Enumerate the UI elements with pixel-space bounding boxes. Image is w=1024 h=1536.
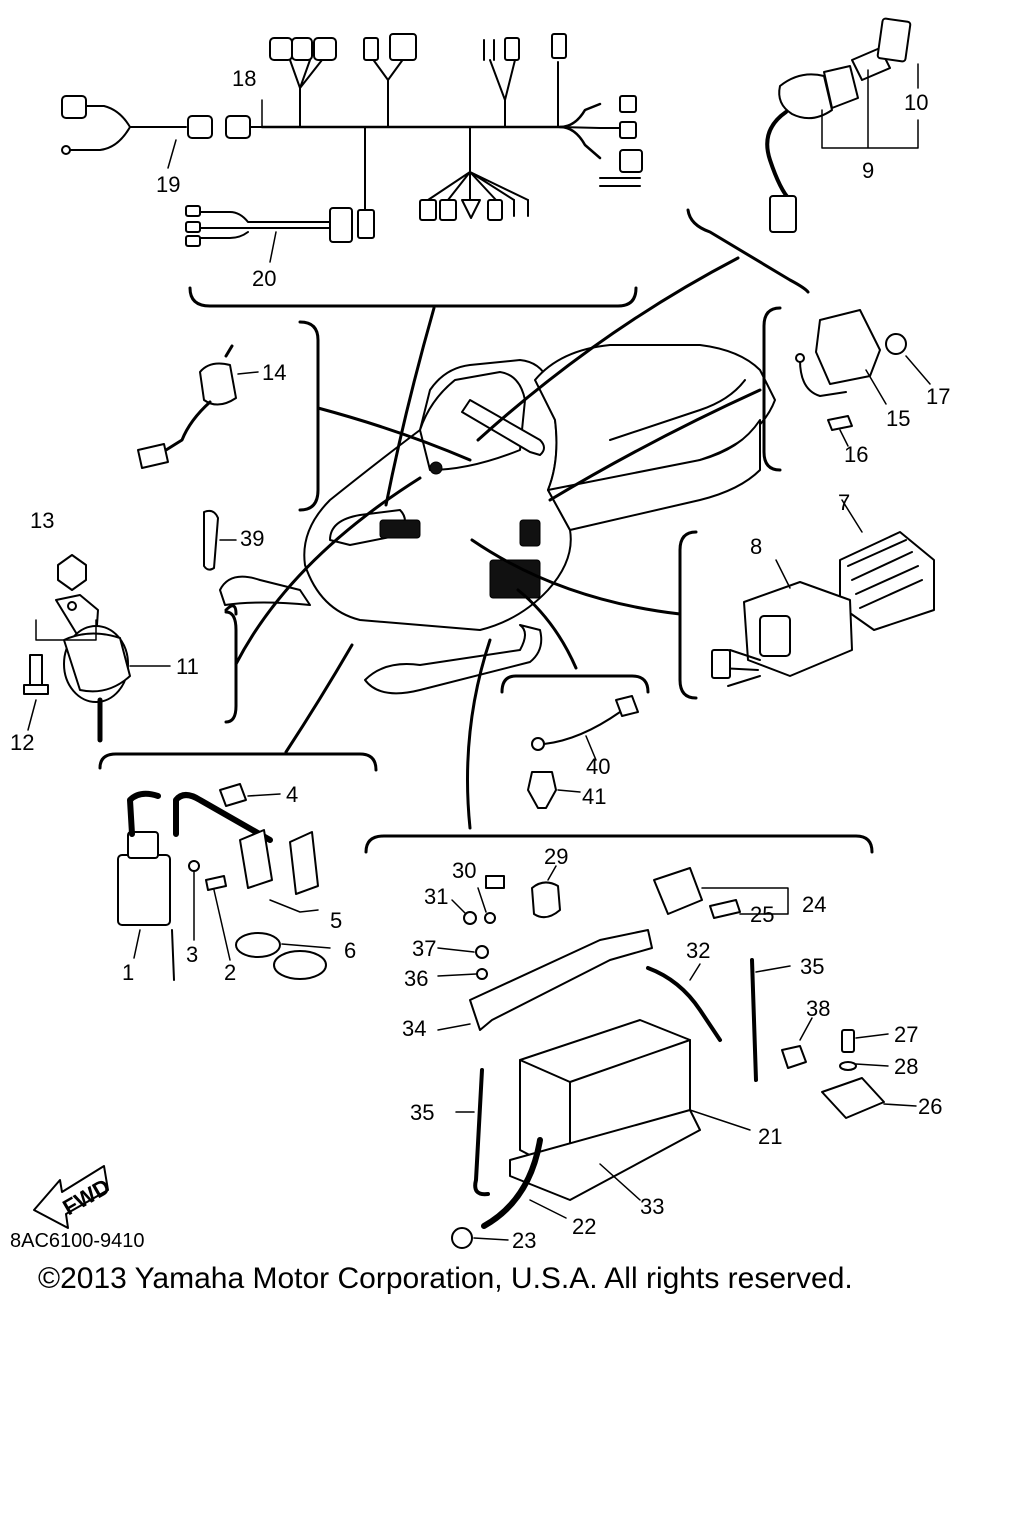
main-switch-group (686, 17, 919, 294)
callout-34: 34 (402, 1016, 426, 1041)
callout-15: 15 (886, 406, 910, 431)
callout-14: 14 (262, 360, 286, 385)
battery-group (364, 834, 917, 1249)
callout-18: 18 (232, 66, 256, 91)
callout-23: 23 (512, 1228, 536, 1253)
callout-2: 2 (224, 960, 236, 985)
callout-12: 12 (10, 730, 34, 755)
callout-3: 3 (186, 942, 198, 967)
callout-1: 1 (122, 960, 134, 985)
callout-26: 26 (918, 1094, 942, 1119)
callout-33: 33 (640, 1194, 664, 1219)
callout-20: 20 (252, 266, 276, 291)
callout-41: 41 (582, 784, 606, 809)
horn-group (23, 554, 238, 743)
wire-harness-group (61, 33, 643, 308)
callout-11: 11 (176, 654, 199, 679)
rectifier-group (762, 306, 931, 472)
callout-40: 40 (586, 754, 610, 779)
callout-16: 16 (844, 442, 868, 467)
callout-labels: 1 2 3 4 5 6 7 8 9 10 11 12 13 14 15 16 1… (10, 66, 950, 1253)
callout-22: 22 (572, 1214, 596, 1239)
callout-8: 8 (750, 534, 762, 559)
forward-direction-arrow: FWD (33, 1165, 114, 1229)
callout-21: 21 (758, 1124, 782, 1149)
callout-35-lower: 35 (410, 1100, 434, 1125)
sensor-group (500, 674, 650, 809)
callout-28: 28 (894, 1054, 918, 1079)
callout-9: 9 (862, 158, 874, 183)
callout-27: 27 (894, 1022, 918, 1047)
callout-24: 24 (802, 892, 826, 917)
callout-38: 38 (806, 996, 830, 1021)
callout-36: 36 (404, 966, 428, 991)
callout-32: 32 (686, 938, 710, 963)
kill-switch-group (137, 320, 320, 571)
callout-10: 10 (904, 90, 928, 115)
callout-19: 19 (156, 172, 180, 197)
ignition-coil-group (98, 752, 378, 981)
snowmobile-outline (219, 344, 776, 695)
callout-17: 17 (926, 384, 950, 409)
callout-39: 39 (240, 526, 264, 551)
assembly-leader-lines (234, 256, 762, 830)
callout-37: 37 (412, 936, 436, 961)
callout-13: 13 (30, 508, 54, 533)
callout-30: 30 (452, 858, 476, 883)
callout-6: 6 (344, 938, 356, 963)
callout-5: 5 (330, 908, 342, 933)
callout-4: 4 (286, 782, 298, 807)
callout-31: 31 (424, 884, 448, 909)
diagram-reference-code: 8AC6100-9410 (10, 1230, 145, 1252)
cdi-unit-group (678, 499, 935, 700)
callout-35-upper: 35 (800, 954, 824, 979)
callout-7: 7 (838, 490, 850, 515)
callout-25: 25 (750, 902, 774, 927)
copyright-notice: ©2013 Yamaha Motor Corporation, U.S.A. A… (38, 1262, 853, 1295)
callout-29: 29 (544, 844, 568, 869)
